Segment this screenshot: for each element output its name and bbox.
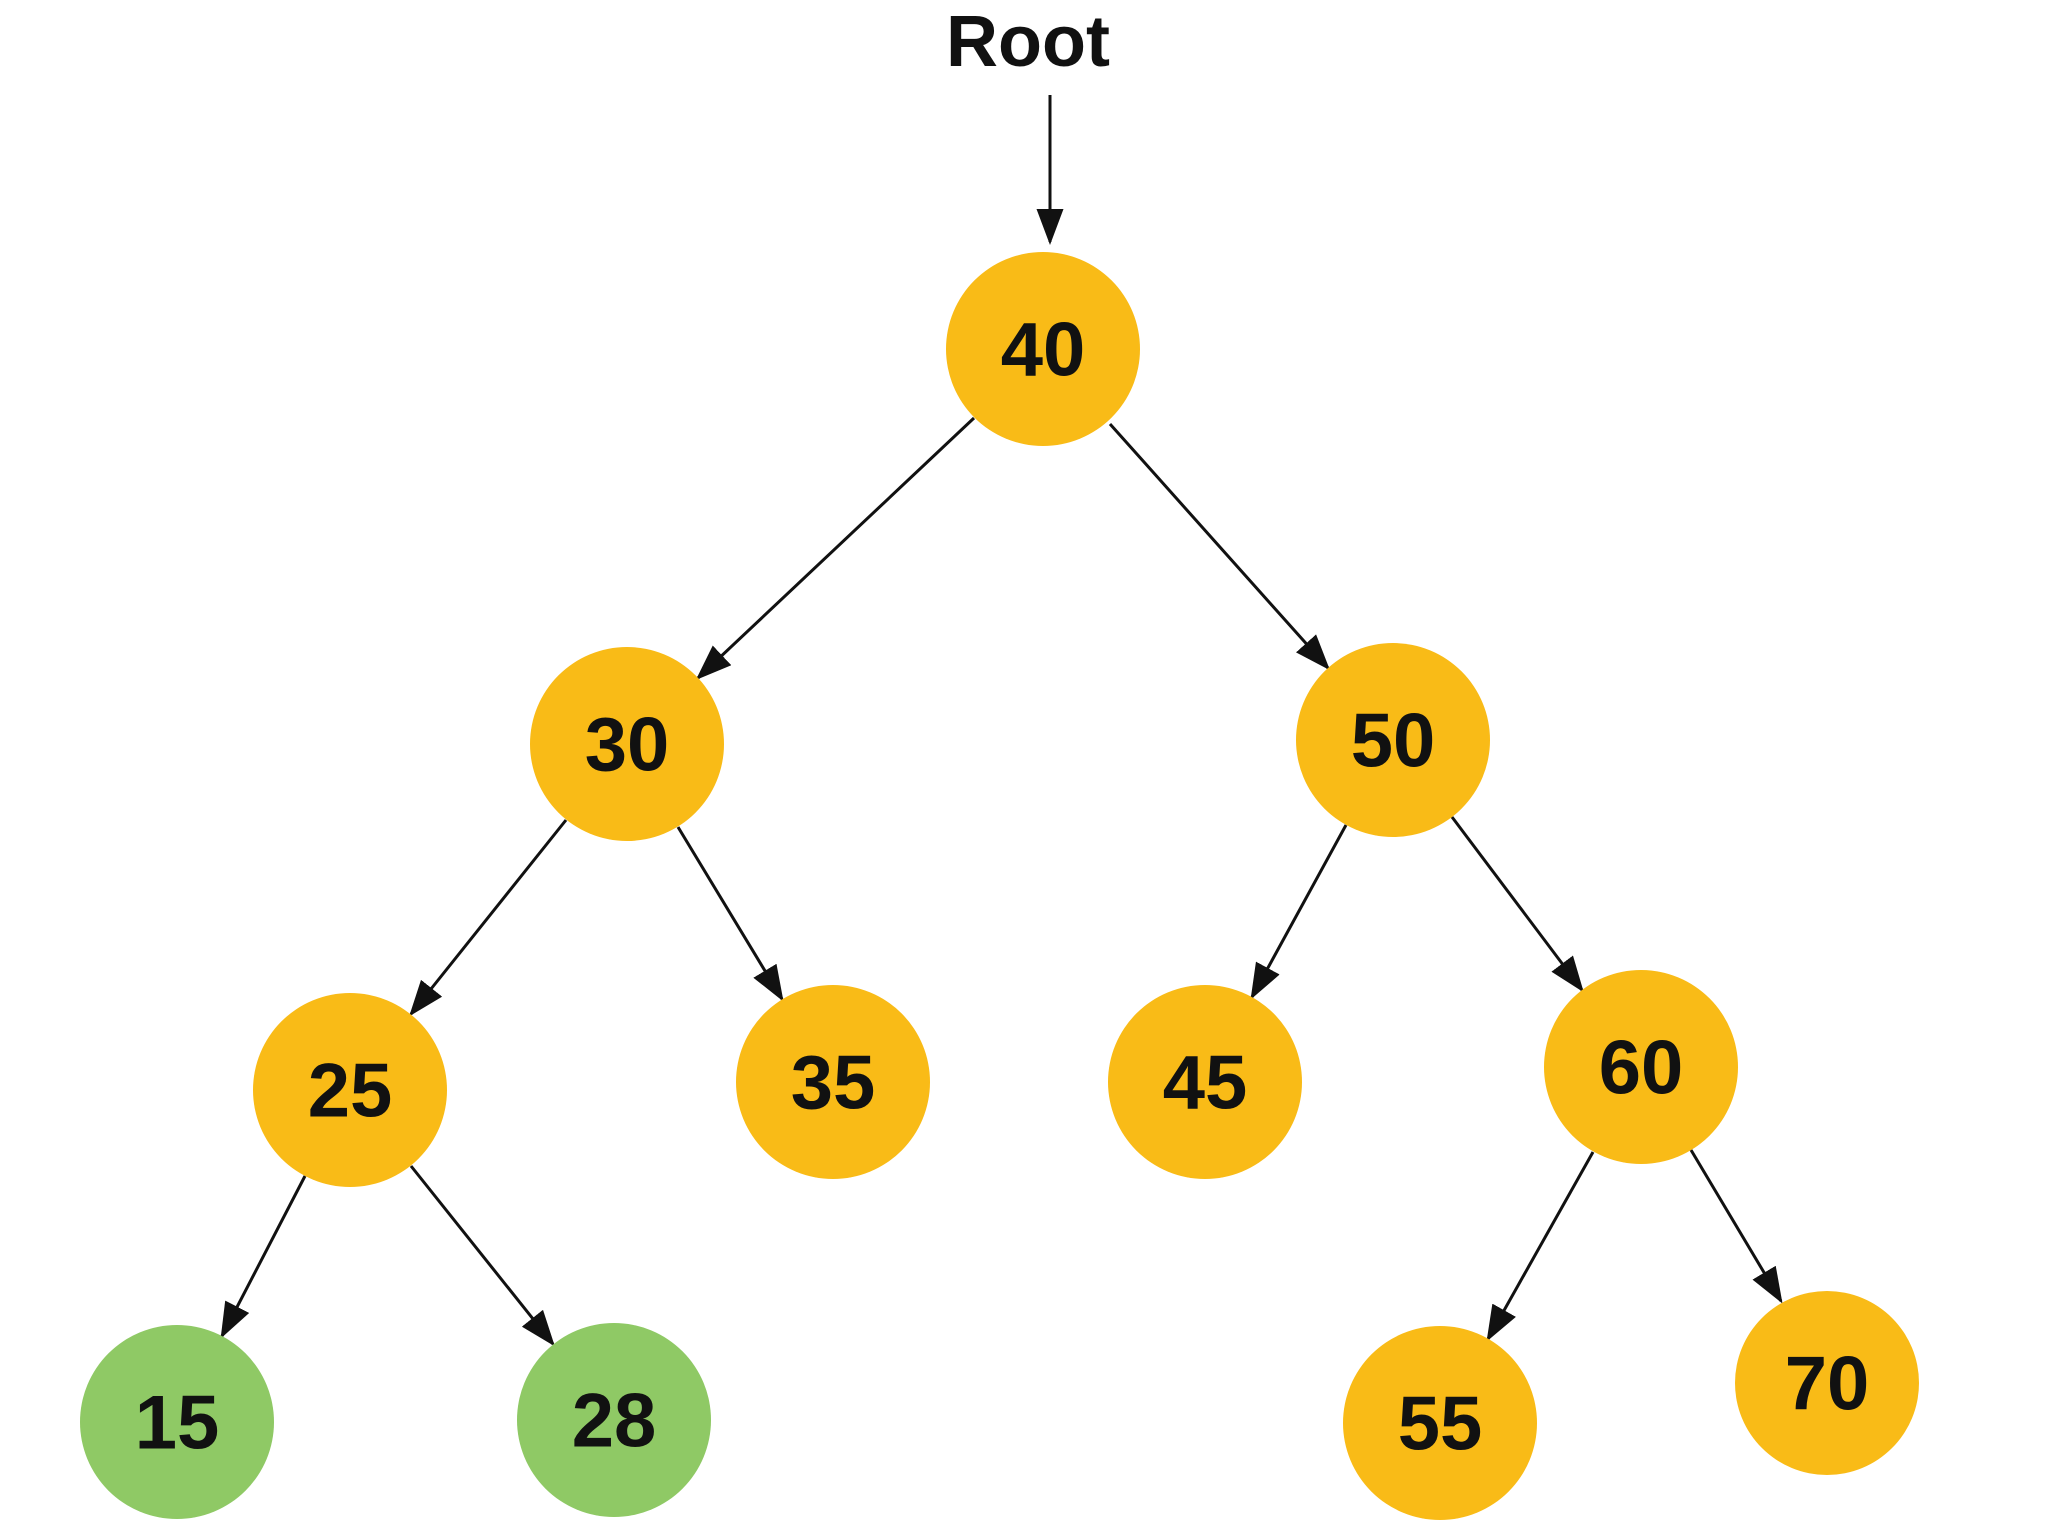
node-40-circle [946,252,1140,446]
node-28-circle [517,1323,711,1517]
edge-60-to-70 [1689,1149,1783,1304]
edge-50-to-45 [1250,824,1348,1000]
node-28-value: 28 [572,1379,657,1464]
edge-30-to-25 [409,819,568,1017]
edge-25-to-28 [409,1165,555,1347]
node-45-circle [1108,985,1302,1179]
edge-40-to-50 [1108,423,1330,671]
root-pointer-label: Root [946,2,1110,82]
node-15-circle [80,1325,274,1519]
edge-25-to-15 [220,1175,307,1339]
edges [220,95,1783,1347]
node-35: 35 [736,985,930,1179]
node-25-value: 25 [308,1049,393,1134]
node-55-value: 55 [1398,1382,1483,1467]
edge-60-to-55 [1486,1151,1595,1342]
node-60: 60 [1544,970,1738,1164]
edge-40-to-30 [695,416,976,681]
node-70-circle [1735,1291,1919,1475]
node-25: 25 [253,993,447,1187]
node-30-value: 30 [585,703,670,788]
node-60-circle [1544,970,1738,1164]
node-55: 55 [1343,1326,1537,1520]
node-55-circle [1343,1326,1537,1520]
node-50-circle [1296,643,1490,837]
node-40-value: 40 [1001,308,1086,393]
node-45-value: 45 [1163,1041,1248,1126]
node-60-value: 60 [1599,1026,1684,1111]
node-40: 40 [946,252,1140,446]
node-28: 28 [517,1323,711,1517]
node-30-circle [530,647,724,841]
edge-50-to-60 [1450,816,1584,993]
node-70: 70 [1735,1291,1919,1475]
edge-30-to-35 [676,826,784,1002]
node-35-circle [736,985,930,1179]
node-45: 45 [1108,985,1302,1179]
node-50: 50 [1296,643,1490,837]
node-50-value: 50 [1351,699,1436,784]
node-15: 15 [80,1325,274,1519]
node-25-circle [253,993,447,1187]
node-30: 30 [530,647,724,841]
node-70-value: 70 [1785,1342,1870,1427]
node-15-value: 15 [135,1381,220,1466]
node-35-value: 35 [791,1041,876,1126]
